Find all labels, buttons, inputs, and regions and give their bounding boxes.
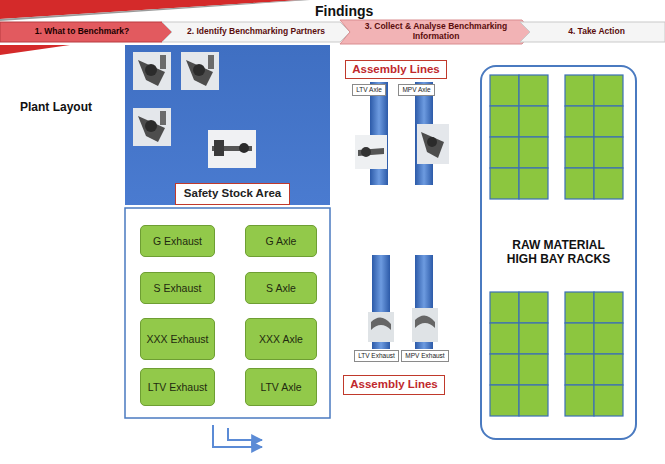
- chevron-outline: [520, 22, 665, 42]
- rack-area: RAW MATERIAL HIGH BAY RACKS: [480, 65, 637, 440]
- node-text: MPV Exhaust: [405, 352, 444, 359]
- node-text: G Exhaust: [153, 235, 202, 247]
- node-text: S Exhaust: [154, 282, 202, 294]
- part-photo: [355, 135, 387, 169]
- product-box: S Axle: [245, 272, 317, 304]
- flow-arrow: [213, 425, 262, 447]
- product-box: LTV Exhaust: [140, 368, 215, 406]
- node-text: LTV Axle: [260, 381, 301, 393]
- product-box: LTV Axle: [245, 368, 317, 406]
- rack-grid: [490, 75, 623, 416]
- process-step: 2. Identify Benchmarking Partners: [162, 22, 350, 42]
- part-photo: [133, 108, 171, 146]
- line-label: MPV Axle: [398, 84, 435, 96]
- red-stripe: [0, 45, 70, 55]
- node-text: 4. Take Action: [568, 27, 625, 37]
- slide-title: Findings: [315, 3, 373, 19]
- node-text: XXX Exhaust: [147, 333, 209, 345]
- product-box: XXX Exhaust: [140, 318, 215, 360]
- area-label: Assembly Lines: [343, 375, 445, 395]
- part-photo: [133, 52, 171, 90]
- line-label: LTV Axle: [352, 84, 386, 96]
- part-photo: [412, 308, 438, 342]
- node-text: Safety Stock Area: [184, 187, 281, 200]
- node-text: 1. What to Benchmark?: [35, 27, 129, 37]
- process-step: 3. Collect & Analyse Benchmarking Inform…: [340, 20, 532, 44]
- process-step: 4. Take Action: [520, 22, 665, 42]
- line-label: MPV Exhaust: [401, 350, 449, 362]
- chevron-outline: [340, 20, 532, 44]
- node-text: XXX Axle: [259, 333, 303, 345]
- part-photo: [368, 312, 394, 342]
- chevron-outline: [162, 22, 350, 42]
- part-photo: [417, 124, 449, 164]
- product-box: G Axle: [245, 225, 317, 257]
- product-box: G Exhaust: [140, 225, 215, 257]
- node-text: Assembly Lines: [352, 63, 440, 76]
- product-box: S Exhaust: [140, 272, 215, 304]
- area-label: Safety Stock Area: [175, 183, 290, 205]
- node-text: LTV Exhaust: [148, 381, 207, 393]
- node-text: LTV Exhaust: [358, 352, 395, 359]
- section-label: Plant Layout: [20, 100, 92, 114]
- flow-arrow: [228, 428, 262, 440]
- node-text: 2. Identify Benchmarking Partners: [187, 27, 325, 37]
- safety-stock-area: [125, 45, 330, 205]
- process-step: 1. What to Benchmark?: [0, 22, 172, 42]
- assembly-line-bar: [370, 82, 388, 185]
- node-text: RAW MATERIAL HIGH BAY RACKS: [494, 237, 623, 269]
- node-text: LTV Axle: [356, 86, 382, 93]
- node-text: MPV Axle: [402, 86, 430, 93]
- chevron-outline: [0, 22, 172, 42]
- part-photo: [208, 130, 256, 168]
- node-text: S Axle: [266, 282, 296, 294]
- product-box: XXX Axle: [245, 318, 317, 360]
- node-text: 3. Collect & Analyse Benchmarking Inform…: [354, 22, 518, 42]
- area-label: Assembly Lines: [345, 60, 447, 79]
- part-photo: [181, 52, 219, 90]
- node-text: Assembly Lines: [350, 378, 438, 391]
- grey-stripe: [0, 0, 310, 21]
- finished-goods-area: [125, 208, 330, 418]
- node-text: G Axle: [266, 235, 297, 247]
- line-label: LTV Exhaust: [354, 350, 399, 362]
